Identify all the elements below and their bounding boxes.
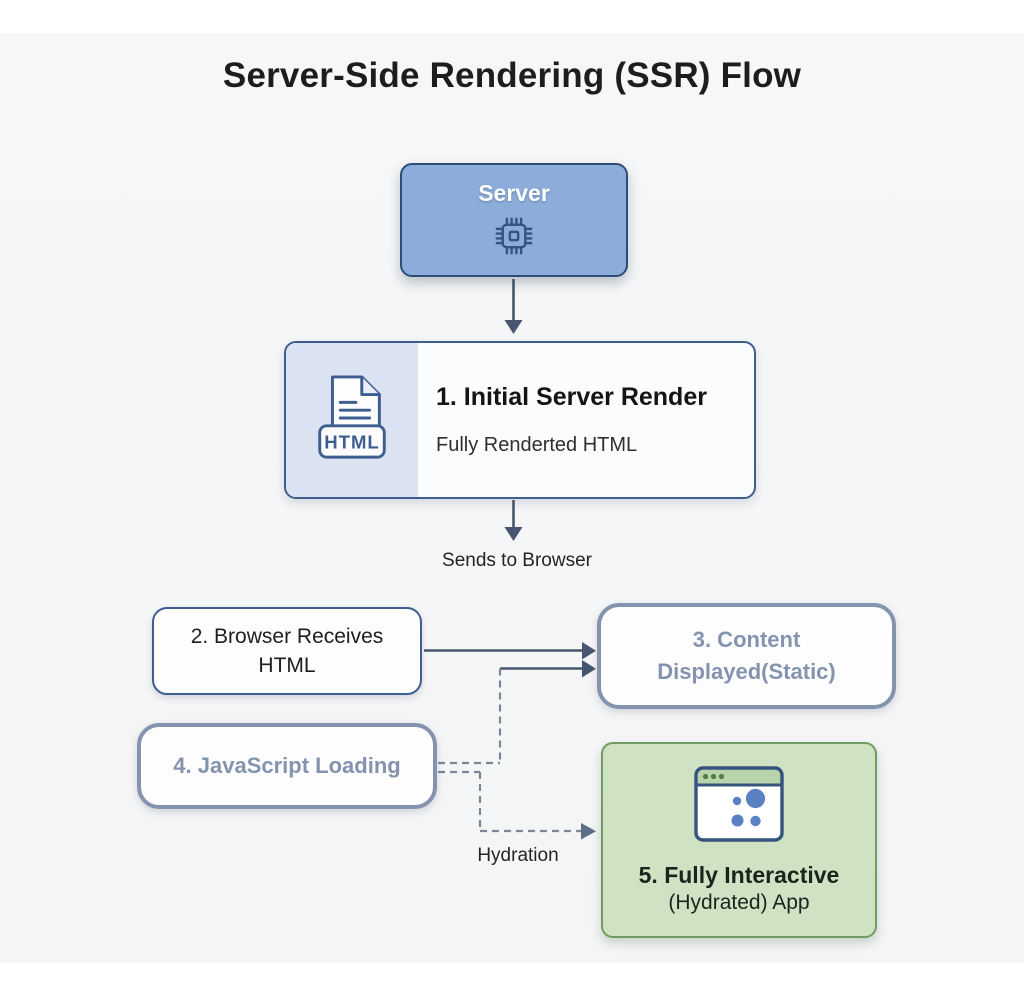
html-file-icon: HTML bbox=[308, 371, 396, 470]
node-javascript-loading: 4. JavaScript Loading bbox=[137, 723, 437, 809]
node-browser-receives-html: 2. Browser Receives HTML bbox=[152, 607, 422, 695]
page-title: Server-Side Rendering (SSR) Flow bbox=[222, 56, 802, 95]
step1-icon-panel: HTML bbox=[286, 343, 418, 497]
step1-text: 1. Initial Server Render Fully Renderted… bbox=[418, 343, 754, 497]
node-initial-server-render: HTML 1. Initial Server Render Fully Rend… bbox=[284, 341, 756, 499]
step3-line2: Displayed(Static) bbox=[657, 659, 836, 684]
step5-subtitle: (Hydrated) App bbox=[668, 890, 810, 914]
cpu-chip-icon bbox=[490, 212, 538, 265]
step1-title: 1. Initial Server Render bbox=[436, 383, 707, 411]
step1-subtitle: Fully Renderted HTML bbox=[436, 434, 638, 456]
hydration-label: Hydration bbox=[477, 845, 559, 866]
step2-line2: HTML bbox=[258, 654, 316, 677]
step3-line1: 3. Content bbox=[692, 627, 801, 653]
step5-title: 5. Fully Interactive bbox=[638, 862, 840, 888]
sends-to-browser-label: Sends to Browser bbox=[442, 550, 592, 571]
node-server: Server bbox=[400, 163, 628, 277]
html-badge-text: HTML bbox=[324, 431, 379, 452]
browser-window-icon bbox=[693, 765, 785, 848]
node-content-displayed-static: 3. Content Displayed(Static) bbox=[597, 603, 896, 709]
step2-line1: 2. Browser Receives bbox=[190, 624, 384, 648]
server-label: Server bbox=[478, 180, 550, 206]
step4-label: 4. JavaScript Loading bbox=[173, 753, 401, 779]
node-fully-interactive-app: 5. Fully Interactive (Hydrated) App bbox=[601, 742, 877, 938]
